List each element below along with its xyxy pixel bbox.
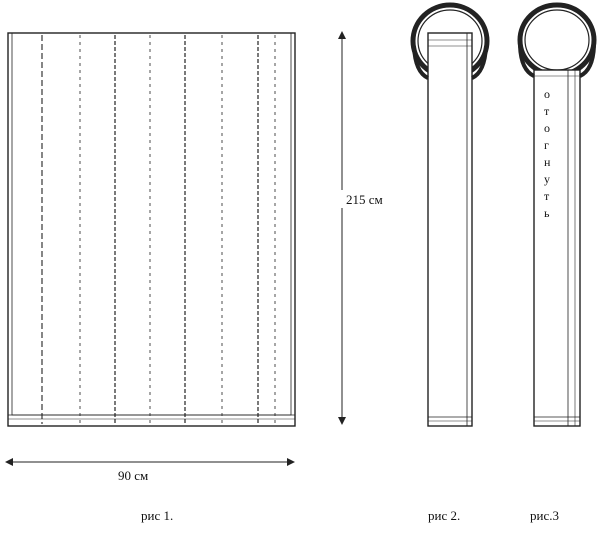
fold-letter: у	[544, 172, 550, 186]
fig3-ring	[517, 2, 597, 78]
fig3-ring-inner	[524, 9, 590, 71]
fold-letter: о	[544, 87, 550, 101]
fig2-caption: рис 2.	[428, 508, 460, 523]
height-label: 215 см	[346, 192, 383, 207]
stitch-lines	[41, 35, 276, 424]
fig3-curtain-tab	[517, 2, 597, 427]
fig3-caption: рис.3	[530, 508, 559, 523]
fig3-strip	[533, 69, 581, 427]
fold-letter: о	[544, 121, 550, 135]
fold-letter: т	[544, 104, 550, 118]
fold-letter: н	[544, 155, 551, 169]
fold-letter: г	[544, 138, 549, 152]
height-dimension: 215 см	[328, 31, 388, 425]
fig2-strip	[427, 32, 473, 427]
panel-inner-border	[11, 32, 292, 416]
panel-outline	[7, 32, 296, 427]
fabric-panel	[7, 32, 296, 427]
fold-letter: т	[544, 189, 550, 203]
fig2-curtain-tab	[410, 2, 490, 427]
fig1-caption: рис 1.	[141, 508, 173, 523]
width-label: 90 см	[118, 468, 148, 483]
width-dimension: 90 см	[5, 458, 295, 483]
fold-letter: ь	[544, 206, 550, 220]
